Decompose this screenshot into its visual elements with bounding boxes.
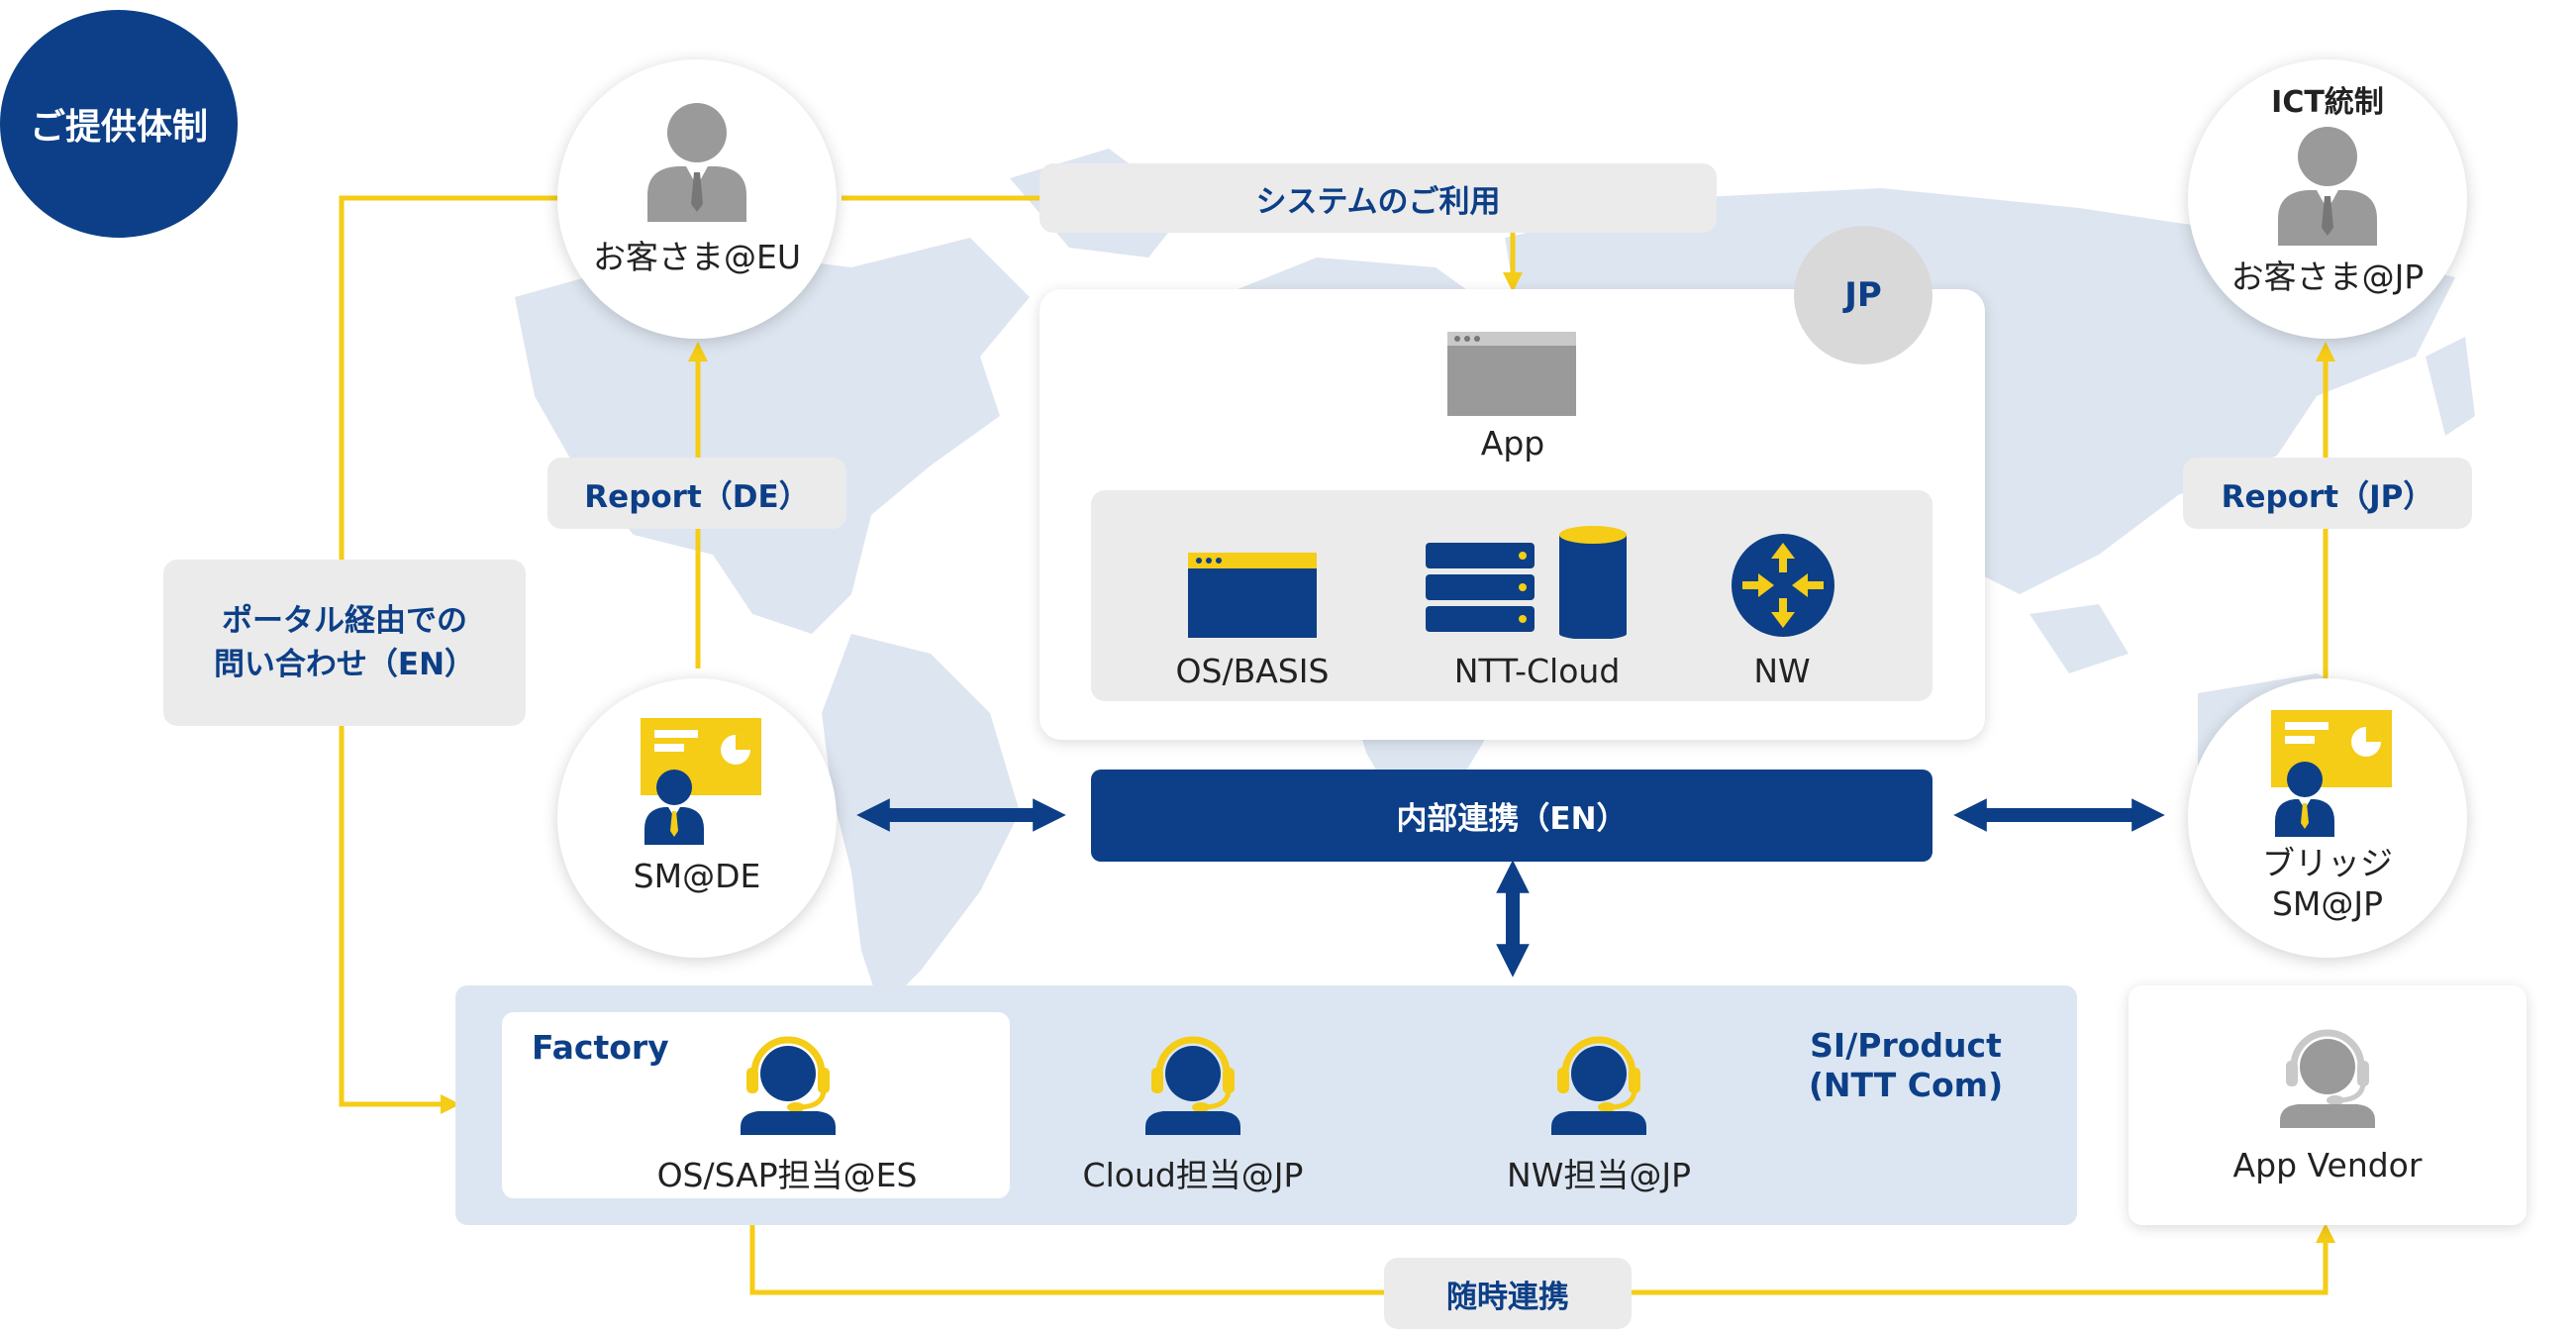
headset-operator-icon [1145, 1036, 1240, 1135]
jp-badge-label: JP [1844, 275, 1882, 315]
staff-os-sap-label: OS/SAP担当@ES [656, 1156, 918, 1194]
router-icon [1732, 534, 1834, 637]
headset-operator-icon [1551, 1036, 1646, 1135]
staff-nw-label: NW担当@JP [1507, 1156, 1691, 1194]
factory-box [502, 1012, 1010, 1198]
staff-cloud-label: Cloud担当@JP [1082, 1156, 1304, 1194]
si-product-line-1: SI/Product [1810, 1026, 2002, 1065]
nw-label: NW [1753, 652, 1811, 690]
internal-link-bar: 内部連携（EN） [1091, 770, 1932, 862]
jp-region-badge: JP [1794, 226, 1932, 364]
adhoc-link-pill: 随時連携 [1384, 1258, 1632, 1329]
headset-operator-icon [741, 1036, 836, 1135]
portal-inquiry-pill: ポータル経由での 問い合わせ（EN） [163, 560, 526, 726]
person-icon [647, 103, 746, 222]
presenter-icon [2271, 710, 2392, 837]
sm-de-label: SM@DE [633, 857, 761, 895]
sm-jp-line-1: ブリッジ [2262, 844, 2393, 882]
headset-operator-icon [2280, 1029, 2375, 1128]
service-structure-badge: ご提供体制 [0, 10, 238, 238]
customer-eu-label: お客さま@EU [592, 238, 801, 276]
system-usage-label: システムのご利用 [1255, 183, 1501, 220]
portal-line-2: 問い合わせ（EN） [213, 647, 476, 682]
badge-label: ご提供体制 [29, 107, 208, 148]
ict-governance-label: ICT統制 [2271, 85, 2384, 120]
internal-link-label: 内部連携（EN） [1396, 801, 1628, 837]
presenter-icon [641, 718, 761, 845]
adhoc-link-label: 随時連携 [1446, 1279, 1569, 1315]
window-icon [1188, 553, 1317, 638]
person-icon [2278, 127, 2377, 246]
app-vendor-label: App Vendor [2232, 1146, 2423, 1184]
app-window-icon [1447, 332, 1576, 416]
portal-line-1: ポータル経由での [222, 603, 467, 639]
report-jp-label: Report（JP） [2221, 478, 2434, 515]
ntt-cloud-label: NTT-Cloud [1453, 652, 1621, 690]
customer-eu-node: お客さま@EU [557, 59, 837, 339]
report-de-pill: Report（DE） [547, 458, 846, 529]
si-product-line-2: (NTT Com) [1808, 1066, 2004, 1104]
system-usage-pill: システムのご利用 [1040, 163, 1717, 233]
os-basis-label: OS/BASIS [1175, 652, 1330, 690]
report-de-label: Report（DE） [584, 478, 810, 515]
sm-jp-line-2: SM@JP [2271, 884, 2384, 923]
server-database-icon [1426, 526, 1627, 639]
app-label: App [1480, 424, 1545, 463]
sm-de-node: SM@DE [557, 678, 837, 958]
factory-label: Factory [532, 1028, 669, 1067]
si-product-title: SI/Product (NTT Com) [1772, 1026, 2039, 1105]
report-jp-pill: Report（JP） [2183, 458, 2472, 529]
app-vendor-box: App Vendor [2129, 985, 2526, 1225]
customer-jp-label: お客さま@JP [2230, 257, 2425, 296]
customer-jp-node: ICT統制 お客さま@JP [2188, 59, 2467, 339]
sm-jp-node: ブリッジ SM@JP [2188, 678, 2467, 958]
